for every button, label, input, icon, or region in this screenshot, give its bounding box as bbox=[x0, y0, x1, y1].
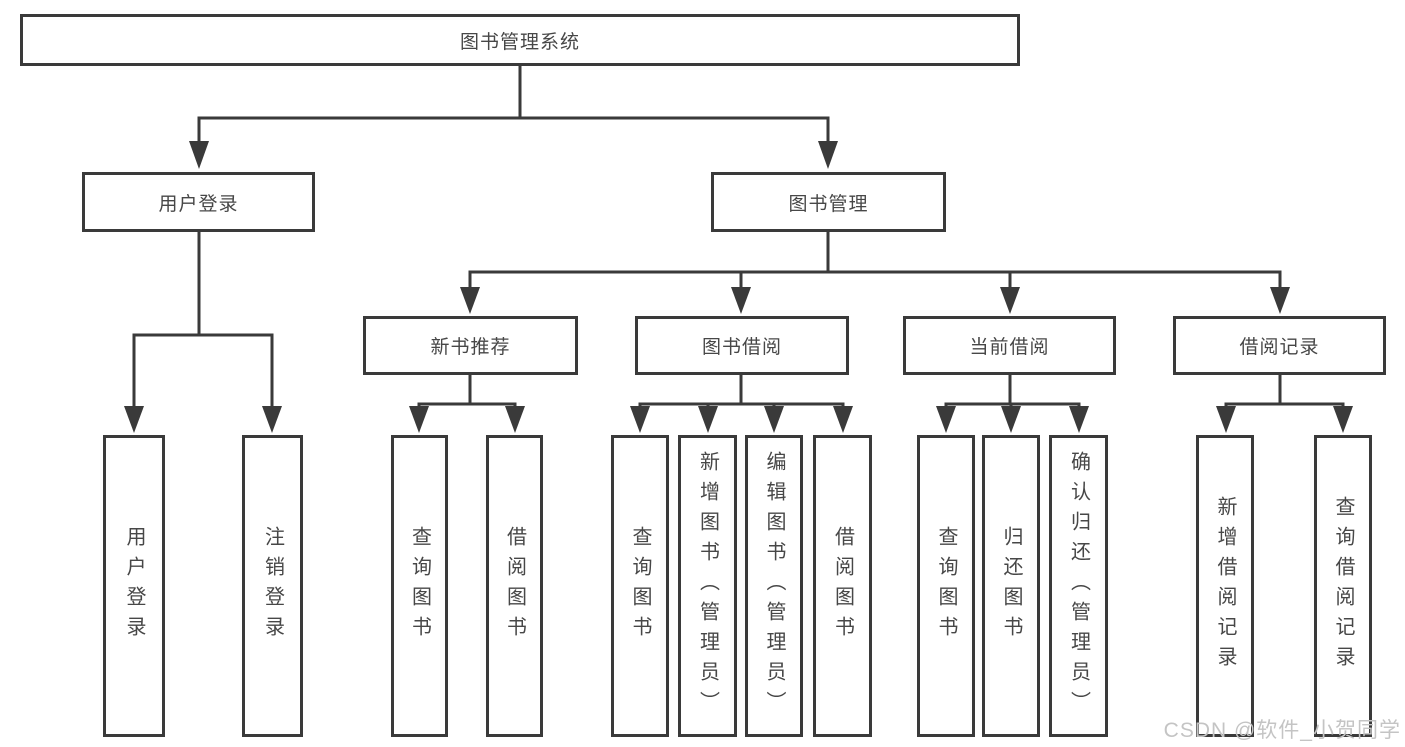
leaf-rec-query-books-label: 查询图书 bbox=[408, 526, 431, 646]
connector-level3-to-leaves bbox=[417, 373, 1345, 412]
leaf-rec-borrow-books-label: 借阅图书 bbox=[503, 526, 526, 646]
leaf-user-login-label: 用户登录 bbox=[123, 526, 145, 646]
leaf-br-add-record: 新增借阅记录 bbox=[1196, 435, 1254, 737]
leaf-br-query-record-label: 查询借阅记录 bbox=[1332, 496, 1354, 676]
node-book-management-label: 图书管理 bbox=[788, 193, 869, 215]
connector-root-to-level2 bbox=[197, 64, 830, 148]
leaf-bb-edit-books: 编辑图书（管理员） bbox=[745, 435, 803, 737]
leaf-cb-query-books-label: 查询图书 bbox=[935, 526, 957, 646]
leaf-bb-add-books-label: 新增图书（管理员） bbox=[696, 451, 719, 721]
node-current-borrow: 当前借阅 bbox=[903, 316, 1116, 375]
leaf-logout: 注销登录 bbox=[242, 435, 303, 737]
node-book-borrow: 图书借阅 bbox=[635, 316, 849, 375]
leaf-cb-confirm-return-label: 确认归还（管理员） bbox=[1067, 451, 1090, 721]
leaf-user-login: 用户登录 bbox=[103, 435, 165, 737]
leaf-br-query-record: 查询借阅记录 bbox=[1314, 435, 1372, 737]
leaf-br-add-record-label: 新增借阅记录 bbox=[1214, 496, 1236, 676]
leaf-cb-return-books: 归还图书 bbox=[982, 435, 1040, 737]
leaf-bb-query-books: 查询图书 bbox=[611, 435, 669, 737]
node-root-label: 图书管理系统 bbox=[459, 31, 580, 53]
node-book-management: 图书管理 bbox=[711, 172, 946, 232]
connector-user-login-to-leaves bbox=[132, 230, 274, 412]
leaf-bb-edit-books-label: 编辑图书（管理员） bbox=[763, 451, 785, 721]
node-new-book-recommend: 新书推荐 bbox=[363, 316, 578, 375]
leaf-cb-confirm-return: 确认归还（管理员） bbox=[1049, 435, 1108, 737]
leaf-rec-query-books: 查询图书 bbox=[391, 435, 448, 737]
leaf-bb-borrow-books: 借阅图书 bbox=[813, 435, 872, 737]
node-book-borrow-label: 图书借阅 bbox=[701, 337, 782, 358]
leaf-bb-borrow-books-label: 借阅图书 bbox=[831, 526, 854, 646]
leaf-logout-label: 注销登录 bbox=[261, 526, 284, 646]
node-current-borrow-label: 当前借阅 bbox=[969, 337, 1050, 358]
leaf-rec-borrow-books: 借阅图书 bbox=[486, 435, 543, 737]
csdn-watermark: CSDN @软件_小贺同学 bbox=[1163, 719, 1401, 742]
node-user-login: 用户登录 bbox=[82, 172, 315, 232]
leaf-cb-return-books-label: 归还图书 bbox=[1000, 526, 1022, 646]
node-user-login-label: 用户登录 bbox=[158, 193, 239, 215]
node-borrow-records-label: 借阅记录 bbox=[1239, 337, 1320, 358]
leaf-bb-add-books: 新增图书（管理员） bbox=[678, 435, 737, 737]
node-borrow-records: 借阅记录 bbox=[1173, 316, 1386, 375]
leaf-cb-query-books: 查询图书 bbox=[917, 435, 975, 737]
connector-book-management-to-level3 bbox=[468, 230, 1282, 294]
node-new-book-recommend-label: 新书推荐 bbox=[430, 337, 511, 358]
node-root: 图书管理系统 bbox=[20, 14, 1020, 66]
leaf-bb-query-books-label: 查询图书 bbox=[629, 526, 651, 646]
